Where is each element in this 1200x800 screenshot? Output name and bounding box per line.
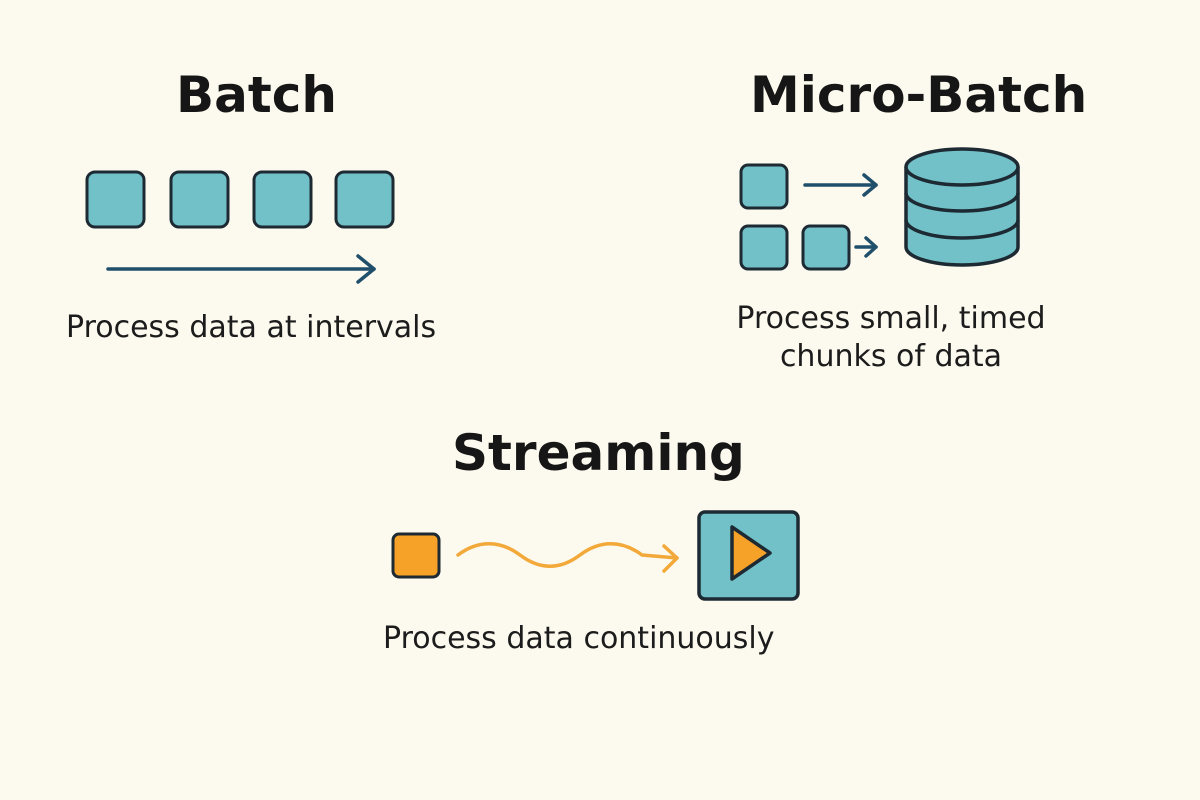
micro-batch-block-3 xyxy=(801,224,851,271)
batch-title: Batch xyxy=(176,66,337,124)
micro-batch-caption-line-2: chunks of data xyxy=(779,339,1003,374)
batch-block-2 xyxy=(169,170,230,229)
micro-batch-arrow-top xyxy=(803,173,878,197)
micro-batch-title: Micro-Batch xyxy=(750,66,1088,124)
micro-batch-blocks xyxy=(739,163,851,271)
batch-blocks xyxy=(85,170,395,229)
micro-batch-caption-line-1: Process small, timed xyxy=(736,301,1046,336)
streaming-caption: Process data continuously xyxy=(383,621,775,656)
micro-batch-block-1 xyxy=(739,163,789,210)
micro-batch-arrow-bottom xyxy=(854,236,878,258)
batch-block-1 xyxy=(85,170,146,229)
batch-caption: Process data at intervals xyxy=(66,310,437,345)
micro-batch-caption: Process small, timed chunks of data xyxy=(724,300,1058,376)
batch-block-3 xyxy=(252,170,313,229)
micro-batch-block-2 xyxy=(739,224,789,271)
streaming-title: Streaming xyxy=(452,424,745,482)
batch-block-4 xyxy=(334,170,395,229)
batch-timeline-arrow xyxy=(106,254,376,284)
streaming-wave-arrow xyxy=(456,542,679,573)
play-icon xyxy=(697,510,800,601)
streaming-event-block xyxy=(391,532,441,579)
database-icon xyxy=(904,147,1020,267)
